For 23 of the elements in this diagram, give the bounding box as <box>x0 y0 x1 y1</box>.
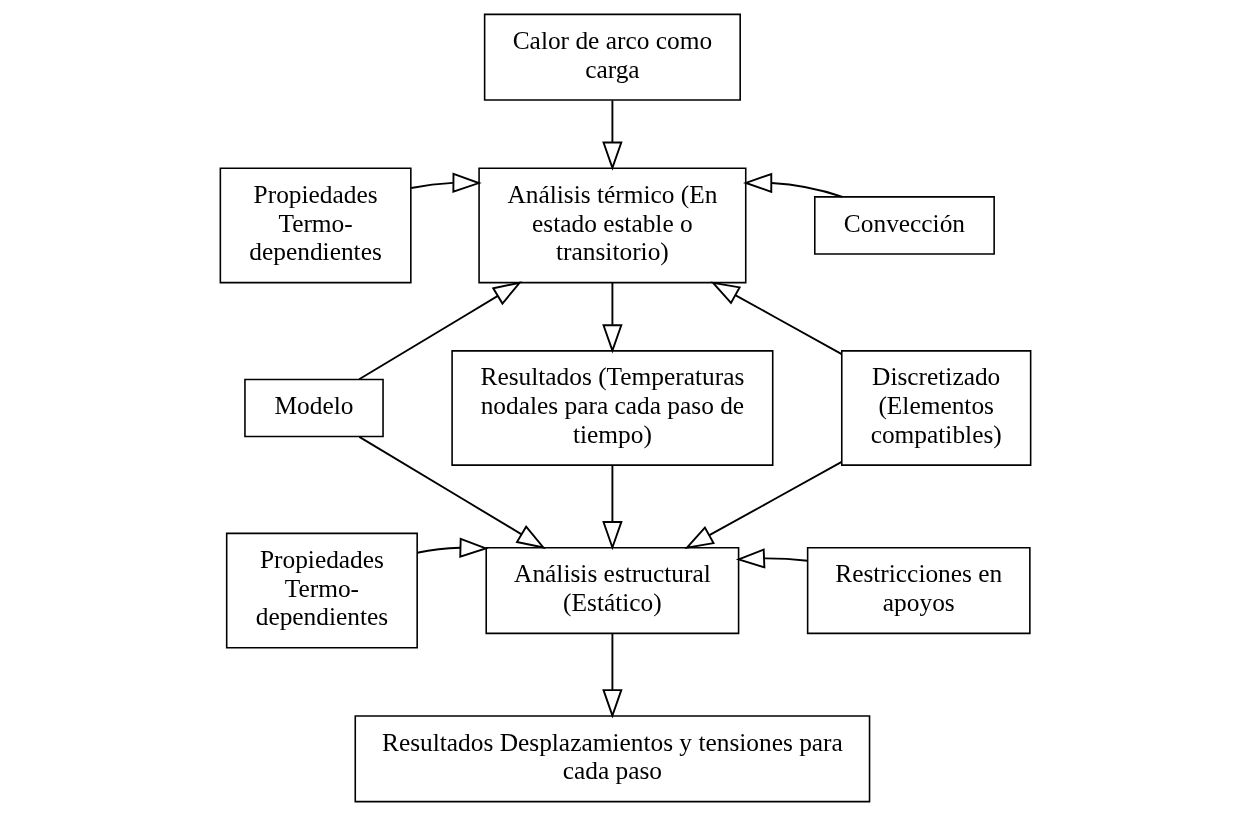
node-box: Análisis estructural (Estático) <box>485 546 740 635</box>
arrow <box>684 461 843 550</box>
arrow <box>410 172 482 194</box>
arrow <box>735 548 809 569</box>
node-box: Análisis térmico (En estado estable o transitorio) <box>478 167 747 284</box>
arrow <box>602 464 623 551</box>
node-box: Propiedades Termo-dependientes <box>219 167 412 284</box>
node-box: Propiedades Termo-dependientes <box>225 532 418 649</box>
node-box: Discretizado (Elementos compatibles) <box>840 350 1032 466</box>
arrow <box>602 281 623 354</box>
node-box: Calor de arco como carga <box>483 13 741 101</box>
node-box: Resultados Desplazamientos y tensiones para cada paso <box>354 715 871 803</box>
arrow <box>416 537 489 558</box>
arrow <box>358 281 523 381</box>
arrow <box>710 281 843 355</box>
node-box: Restricciones en apoyos <box>806 546 1031 635</box>
node-box: Resultados (Temperaturas nodales para cada paso de tiempo) <box>451 350 774 466</box>
node-box: Modelo <box>244 378 384 438</box>
node-box: Convección <box>814 196 995 255</box>
arrow <box>358 435 546 549</box>
arrow <box>602 99 623 171</box>
arrow <box>743 172 844 198</box>
arrow <box>602 632 623 719</box>
